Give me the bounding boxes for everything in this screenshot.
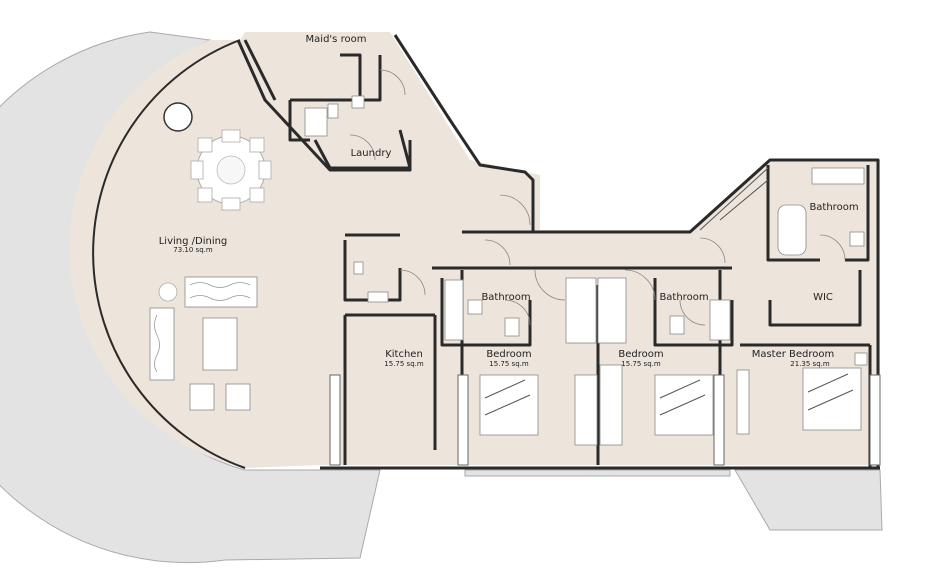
bedroom-1-label: Bedroom xyxy=(486,349,531,360)
outer-curve xyxy=(92,39,246,469)
bathroom-2-label: Bathroom xyxy=(659,292,708,303)
bathtub xyxy=(777,204,807,256)
toilet-kitchen-wc xyxy=(353,261,364,275)
master-bath-walls xyxy=(766,165,870,327)
sofa-left-cushions xyxy=(154,314,160,373)
shower-glass xyxy=(699,167,769,231)
column-circle xyxy=(163,102,193,132)
door-swing xyxy=(819,234,846,261)
master-bedroom-label: Master Bedroom xyxy=(752,349,835,360)
lamp xyxy=(158,282,178,302)
door-swing xyxy=(624,269,656,301)
desk-1 xyxy=(574,374,598,446)
armchair xyxy=(189,383,215,411)
wic-label: WIC xyxy=(813,292,833,303)
door-swing xyxy=(399,269,426,296)
toilet-bath2 xyxy=(669,315,685,335)
desk-master xyxy=(736,369,750,435)
shower-bath1 xyxy=(444,279,464,341)
sofa-left xyxy=(149,307,175,381)
living-dining-area: 73.10 sq.m xyxy=(173,246,213,254)
door-swing xyxy=(699,237,726,264)
window-master xyxy=(869,374,881,466)
door-swing xyxy=(534,269,566,301)
door-swing xyxy=(499,194,531,226)
floor-area xyxy=(69,32,880,468)
bedroom-2-label: Bedroom xyxy=(618,349,663,360)
bed-2 xyxy=(654,374,714,436)
kitchen-label: Kitchen xyxy=(385,349,423,360)
bathroom2-walls xyxy=(653,278,734,347)
bed-1-cover xyxy=(484,379,531,416)
bathroom-master-label: Bathroom xyxy=(809,202,858,213)
nightstand xyxy=(854,352,868,366)
bed-master-cover xyxy=(807,373,854,411)
sofa-top xyxy=(184,276,258,308)
bedroom-2-area: 15.75 sq.m xyxy=(621,360,661,368)
sink-kitchen-wc xyxy=(367,291,389,303)
sofa-cushions xyxy=(189,282,251,301)
wardrobe xyxy=(597,277,627,344)
living-dining-label: Living /Dining xyxy=(159,236,228,247)
central-walls xyxy=(432,230,732,465)
shower-bath2 xyxy=(709,299,731,341)
door-swing xyxy=(349,134,376,161)
terrace-bottom-right xyxy=(734,469,883,531)
window-bedroom1 xyxy=(457,374,469,466)
laundry-walls xyxy=(313,129,412,170)
terrace-bottom xyxy=(464,469,731,477)
bedroom-1-area: 15.75 sq.m xyxy=(489,360,529,368)
wardrobe xyxy=(565,277,597,344)
door-swing xyxy=(484,239,511,266)
toilet-master xyxy=(849,231,865,247)
bathroom-1-label: Bathroom xyxy=(481,292,530,303)
desk-2 xyxy=(599,364,623,446)
door-swing xyxy=(379,69,406,96)
double-sink xyxy=(811,167,865,185)
kitchen-area: 15.75 sq.m xyxy=(384,360,424,368)
bed-1 xyxy=(479,374,539,436)
window-kitchen xyxy=(329,374,341,466)
bed-2-cover xyxy=(659,379,706,416)
laundry-label: Laundry xyxy=(351,148,392,159)
outer-wall xyxy=(236,34,880,470)
door-swing xyxy=(504,299,531,326)
toilet-maid xyxy=(327,103,339,119)
armchair xyxy=(225,383,251,411)
shower-maid xyxy=(304,107,328,137)
sink-maid xyxy=(351,95,365,109)
sink-bath1 xyxy=(467,299,483,315)
master-bedroom-area: 21.35 sq.m xyxy=(790,360,830,368)
door-swing xyxy=(679,299,706,326)
toilet-bath1 xyxy=(504,317,520,337)
coffee-table xyxy=(202,317,238,371)
maids-room-label: Maid's room xyxy=(306,34,367,45)
dining-table xyxy=(190,129,272,211)
window-bedroom2 xyxy=(713,374,725,466)
